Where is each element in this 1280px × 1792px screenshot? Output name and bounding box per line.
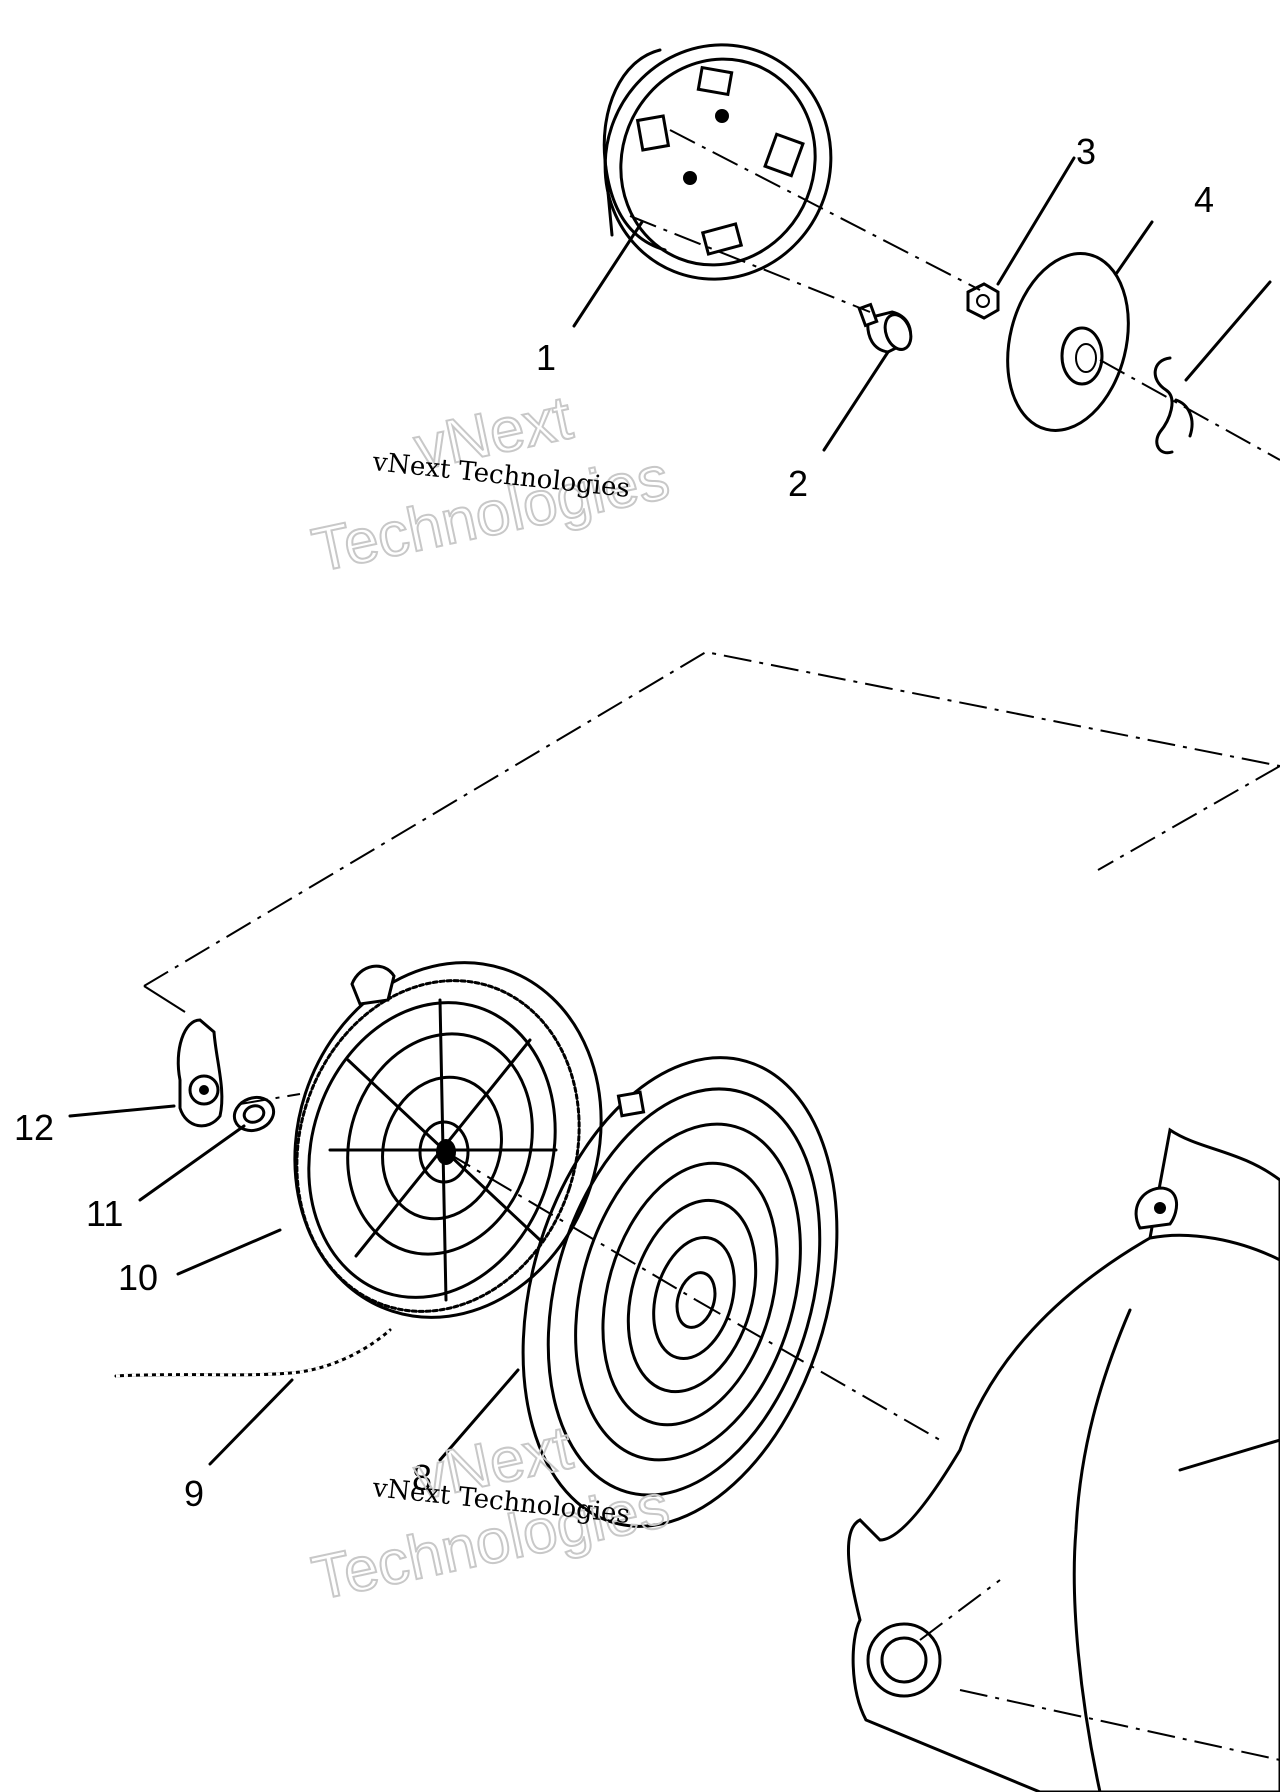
starter-housing — [847, 1127, 1280, 1792]
callout-8: 8 — [412, 1457, 432, 1498]
callout-4: 4 — [1194, 179, 1214, 220]
top-leader-lines — [572, 156, 1272, 452]
watermark-bottom: vNext Technologies vNext Technologies — [306, 1412, 676, 1614]
part-1-drum — [602, 43, 833, 281]
part-8-spring — [521, 1056, 839, 1528]
part-10-pulley — [293, 961, 603, 1319]
callout-3: 3 — [1076, 131, 1096, 172]
part-12-bracket — [176, 1018, 224, 1128]
part-3-nut — [966, 282, 1000, 320]
top-centerlines — [629, 129, 1280, 461]
callout-10: 10 — [118, 1257, 158, 1298]
callout-1: 1 — [536, 337, 556, 378]
callout-2: 2 — [788, 463, 808, 504]
callout-11: 11 — [86, 1193, 123, 1234]
mounting-plate-outline — [143, 650, 1280, 1013]
spring-clip — [1153, 356, 1194, 455]
part-11-bushing — [232, 1095, 276, 1133]
bottom-leader-lines — [68, 1104, 520, 1466]
part-4-plate — [1006, 252, 1130, 432]
callout-12: 12 — [14, 1107, 54, 1148]
watermark-top: vNext Technologies vNext Technologies — [306, 382, 676, 586]
part-9-rope — [114, 1328, 392, 1378]
callout-9: 9 — [184, 1473, 204, 1514]
bottom-centerlines — [239, 1093, 941, 1441]
callout-labels: 1 2 3 4 8 9 10 11 12 — [14, 131, 1214, 1514]
